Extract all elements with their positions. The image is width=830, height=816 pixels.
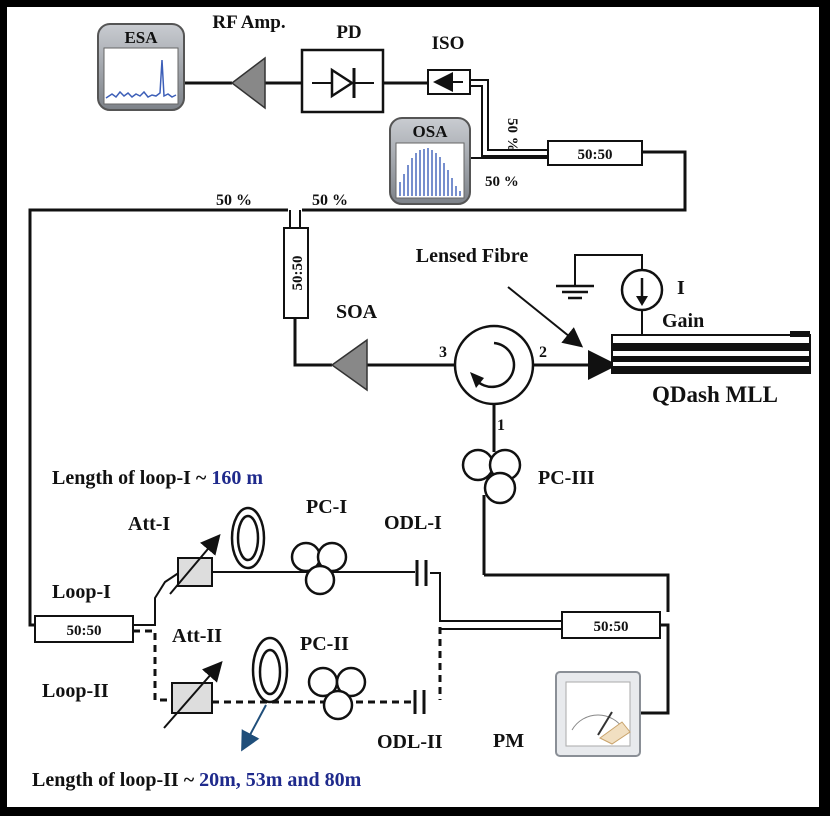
coupler-bottom-label: 50:50 [594,619,629,635]
fibre-iso-coupler-2 [468,85,548,157]
fibre-coil-1-icon [230,506,266,570]
coupler-top-label: 50:50 [578,147,613,163]
att2-label: Att-II [172,625,222,647]
loop2-length-prefix: Length of loop-II ~ [32,769,199,791]
pm-label: PM [493,730,524,752]
coupler-left [34,615,134,643]
loop1-length-prefix: Length of loop-I ~ [52,467,211,489]
current-label: I [677,277,685,299]
osa-percent-label: 50 % [485,174,519,190]
coupler-vertical [283,227,309,319]
fibre-coupler-soa [293,318,332,367]
rf-amp-label: RF Amp. [212,12,285,33]
isolator-icon [427,69,471,95]
pc1-icon [290,541,348,596]
split-right-percent-label: 50 % [312,192,348,209]
coupler-left-label: 50:50 [67,623,102,639]
pc2-icon [307,666,367,721]
soa-icon [330,338,368,392]
loop2-length-value: 20m, 53m and 80m [199,769,362,791]
odl2-icon [413,690,426,714]
attenuator-1-icon [169,533,221,595]
osa-instrument: OSA [389,117,471,205]
odl2-label: ODL-II [377,731,443,753]
pc2-label: PC-II [300,633,349,655]
gain-label: Gain [662,310,704,332]
pd-label: PD [336,22,361,43]
fibre-coupler-main [302,150,687,212]
circulator-icon [453,324,535,406]
loop2-length-text: Length of loop-II ~ 20m, 53m and 80m [32,769,362,791]
qdash-mll-chip [611,331,811,374]
soa-label: SOA [336,301,378,323]
circ-port2-label: 2 [539,344,547,361]
loop2-label: Loop-II [42,680,109,702]
fibre-left-loop [28,208,288,627]
qdash-mll-label: QDash MLL [652,382,778,407]
fibre-coil-2-icon [251,636,289,704]
lensed-fibre-pointer [507,286,584,348]
current-source-icon [574,254,664,335]
fibre-to-bottom-coupler [484,573,670,612]
attenuator-2-icon [163,660,223,729]
pc3-label: PC-III [538,467,595,489]
coupler-vertical-label: 50:50 [290,256,306,291]
rf-amplifier-icon [230,56,266,110]
circ-port3-label: 3 [439,344,447,361]
split-left-percent-label: 50 % [216,192,252,209]
fibre-coupler-loop1 [430,572,562,622]
fibre-loop2-left [133,629,168,702]
fibre-loop1-left [133,571,181,626]
coupler-top [547,140,643,166]
att1-label: Att-I [128,513,170,535]
odl1-icon [415,560,428,586]
iso-label: ISO [432,33,465,54]
odl1-label: ODL-I [384,512,442,534]
circ-port1-label: 1 [497,417,505,434]
photodiode-icon [300,48,385,114]
loop1-length-text: Length of loop-I ~ 160 m [52,467,263,489]
coupler-bottom [561,611,661,639]
lensed-fibre-label: Lensed Fibre [416,245,529,267]
loop1-length-value: 160 m [211,467,263,489]
loop2-length-pointer [241,704,267,752]
osa-label: OSA [413,122,449,141]
loop1-label: Loop-I [52,581,111,603]
pc3-icon [461,448,522,505]
fibre-coupler-pm [640,623,670,715]
pc1-label: PC-I [306,496,347,518]
power-meter-icon [555,671,641,757]
ground-icon [556,284,594,300]
esa-label: ESA [124,28,158,47]
iso-percent-label: 50 % [504,118,520,152]
esa-instrument: ESA [97,23,185,111]
fibre-iso-coupler [470,79,548,151]
